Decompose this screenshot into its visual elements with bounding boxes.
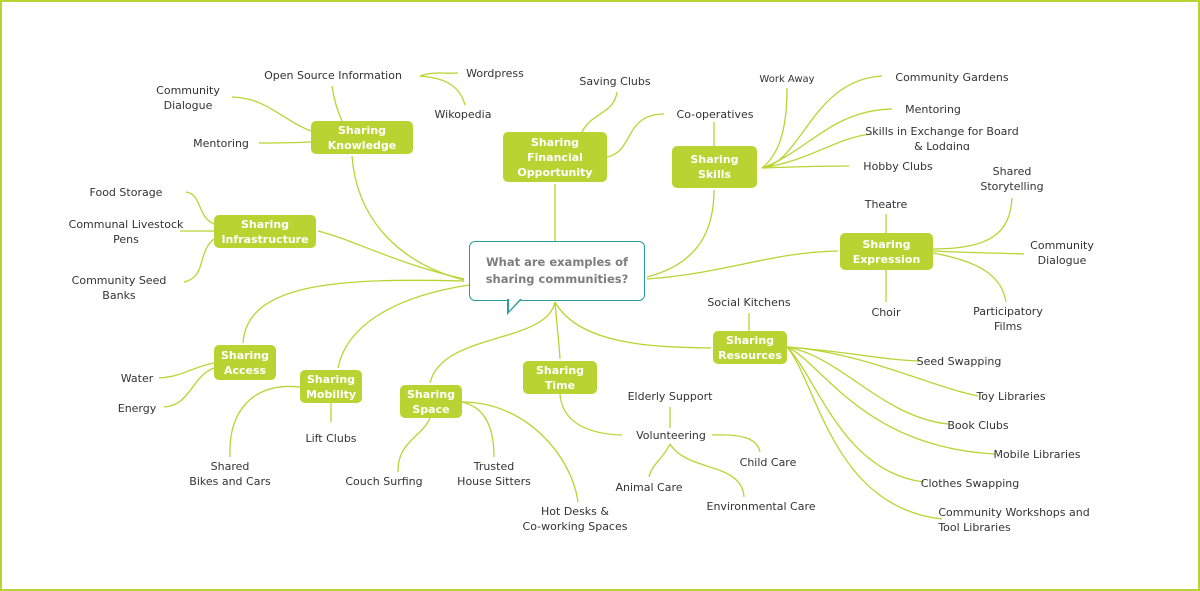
connector-sp-couch [397, 417, 431, 473]
leaf-lift-clubs: Lift Clubs [305, 432, 357, 445]
leaf-energy: Energy [117, 402, 157, 415]
leaf-trusted-house-sitters: Trusted House Sitters [457, 460, 531, 488]
connector-v-child [711, 434, 761, 453]
connector-v-env [669, 443, 745, 498]
connector-s-gardens [761, 75, 883, 169]
node-sharing-space: Sharing Space [400, 385, 462, 418]
connector-s-workaway [761, 87, 788, 169]
connector-sp-hot [461, 401, 579, 503]
node-sharing-infrastructure: Sharing Infrastructure [214, 215, 316, 248]
connector-r-toy [786, 346, 979, 397]
leaf-theatre: Theatre [864, 198, 908, 211]
leaf-community-dialogue-right: Community Dialogue [1030, 239, 1094, 267]
leaf-wikipedia: Wikopedia [434, 108, 492, 121]
connector-s-mentoring [761, 108, 893, 169]
node-sharing-skills: Sharing Skills [672, 146, 757, 188]
connector-k-dialogue [231, 96, 312, 132]
connector-r-workshops [786, 346, 943, 520]
connector-c-mobility [337, 284, 470, 369]
connector-r-mobile [786, 346, 996, 455]
node-sharing-knowledge: Sharing Knowledge [311, 121, 413, 154]
connector-c-access [242, 279, 465, 344]
leaf-couch-surfing: Couch Surfing [345, 475, 423, 488]
leaf-elderly-support: Elderly Support [627, 390, 713, 403]
leaf-community-seed-banks: Community Seed Banks [71, 274, 167, 302]
connector-a-energy [163, 367, 215, 408]
leaf-community-workshops: Community Workshops and Tool Libraries [938, 506, 1090, 534]
leaf-seed-swapping: Seed Swapping [916, 355, 1002, 368]
leaf-shared-storytelling: Shared Storytelling [980, 165, 1044, 193]
connector-c-expression [646, 250, 839, 280]
connector-r-book [786, 346, 949, 425]
connector-e-films [932, 252, 1007, 303]
leaf-clothes-swapping: Clothes Swapping [920, 477, 1020, 490]
leaf-book-clubs: Book Clubs [947, 419, 1009, 432]
connector-k-mentoring [258, 141, 312, 144]
leaf-child-care: Child Care [739, 456, 797, 469]
connector-i-seedbanks [183, 238, 215, 283]
connector-c-time [554, 301, 561, 360]
node-sharing-resources: Sharing Resources [713, 331, 787, 364]
leaf-communal-livestock-pens: Communal Livestock Pens [68, 218, 184, 246]
leaf-environmental-care: Environmental Care [706, 500, 816, 513]
connector-o-wiki [419, 75, 466, 106]
leaf-participatory-films: Participatory Films [973, 305, 1043, 333]
connector-a-water [158, 362, 215, 379]
connector-i-food [185, 191, 215, 225]
connector-v-animal [648, 443, 671, 478]
leaf-water: Water [120, 372, 154, 385]
leaf-wordpress: Wordpress [466, 67, 524, 80]
node-sharing-time: Sharing Time [523, 361, 597, 394]
leaf-social-kitchens: Social Kitchens [707, 296, 791, 309]
connector-c-knowledge [351, 155, 465, 281]
leaf-hot-desks: Hot Desks & Co-working Spaces [522, 505, 628, 533]
leaf-mentoring-left: Mentoring [193, 137, 249, 150]
node-sharing-access: Sharing Access [214, 345, 276, 380]
leaf-mobile-libraries: Mobile Libraries [993, 448, 1081, 461]
connector-o-wordpress [419, 72, 459, 77]
leaf-toy-libraries: Toy Libraries [976, 390, 1046, 403]
leaf-work-away: Work Away [759, 74, 815, 85]
leaf-community-dialogue-left: Community Dialogue [156, 84, 220, 112]
leaf-community-gardens: Community Gardens [895, 71, 1009, 84]
connector-s-hobby [761, 165, 850, 169]
connector-k-open [331, 85, 343, 122]
leaf-volunteering: Volunteering [636, 429, 706, 442]
node-sharing-expression: Sharing Expression [840, 233, 933, 270]
connector-m-bikes [229, 385, 301, 458]
node-sharing-mobility: Sharing Mobility [300, 370, 362, 403]
connector-c-infrastructure [317, 230, 465, 280]
connector-c-space [429, 301, 556, 384]
leaf-hobby-clubs: Hobby Clubs [863, 160, 933, 173]
leaf-animal-care: Animal Care [615, 481, 683, 494]
connector-t-vol [559, 393, 623, 436]
connector-c-skills [646, 189, 715, 278]
connector-f-saving [581, 91, 618, 133]
leaf-shared-bikes-cars: Shared Bikes and Cars [189, 460, 271, 488]
leaf-mentoring-right: Mentoring [905, 103, 961, 116]
connector-f-coop [606, 113, 665, 158]
connector-e-story [932, 197, 1013, 250]
leaf-choir: Choir [871, 306, 901, 319]
central-question: What are examples of sharing communities… [469, 241, 645, 301]
speech-bubble-tail-fill [508, 299, 520, 311]
connector-sp-trusted [461, 401, 495, 458]
leaf-open-source-information: Open Source Information [264, 69, 402, 82]
connector-s-skillsex [761, 133, 873, 169]
leaf-saving-clubs: Saving Clubs [579, 75, 651, 88]
leaf-skills-exchange: Skills in Exchange for Board & Lodging [865, 125, 1019, 150]
connector-e-dialogue [932, 250, 1025, 255]
leaf-food-storage: Food Storage [89, 186, 163, 199]
node-sharing-financial-opportunity: Sharing Financial Opportunity [503, 132, 607, 182]
leaf-co-operatives: Co-operatives [676, 108, 754, 121]
connector-c-resources [554, 301, 712, 349]
connector-r-clothes [786, 346, 925, 483]
